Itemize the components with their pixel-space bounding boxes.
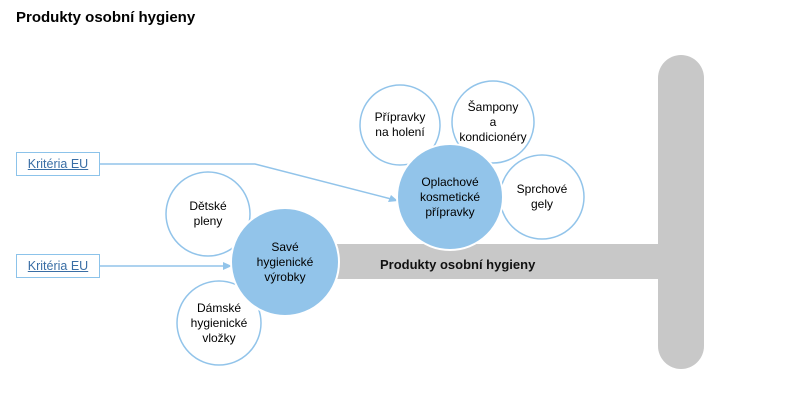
hub-rinse-off xyxy=(396,143,504,251)
bar-label: Produkty osobní hygieny xyxy=(380,257,536,272)
vertical-bar xyxy=(658,55,704,369)
hub-absorbent xyxy=(230,207,340,317)
connector-arrow-bottom xyxy=(100,262,232,270)
page-title: Produkty osobní hygieny xyxy=(16,9,196,26)
circle-pads xyxy=(176,280,262,366)
connector-arrow-top xyxy=(100,163,398,202)
criteria-eu-link-top[interactable]: Kritéria EU xyxy=(16,152,100,176)
circle-shaving xyxy=(359,84,441,166)
circle-shampoo xyxy=(451,80,535,164)
circle-shower-gel xyxy=(499,154,585,240)
circle-diapers xyxy=(165,171,251,257)
horizontal-bar xyxy=(300,244,680,279)
criteria-eu-link-bottom[interactable]: Kritéria EU xyxy=(16,254,100,278)
